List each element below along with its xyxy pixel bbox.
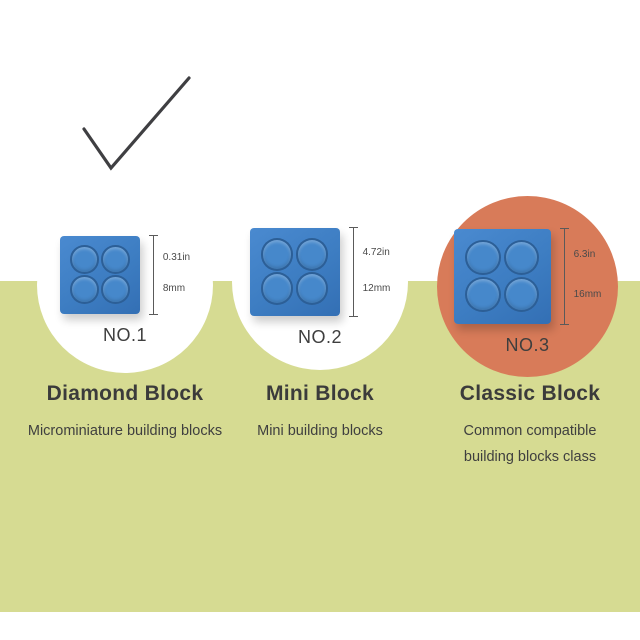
blue-brick-2x2 (59, 235, 140, 314)
dimension-mm: 8mm (162, 283, 186, 294)
dimension-indicator: 4.72in 12mm (348, 226, 391, 317)
dimension-inches: 6.3in (573, 249, 596, 261)
dimension-labels: 4.72in 12mm (363, 227, 391, 315)
dimension-mm: 16mm (573, 288, 602, 300)
dimension-line (148, 234, 158, 315)
block-number: NO.1 (102, 324, 147, 345)
dimension-line (559, 227, 569, 325)
brick-stud (465, 239, 501, 275)
blue-brick-2x2 (453, 228, 551, 324)
block-title: Classic Block (459, 382, 601, 405)
brick-stud (296, 272, 329, 305)
dimension-inches: 0.31in (162, 252, 191, 263)
brick-stud (101, 275, 130, 304)
brick-row: 4.72in 12mm (249, 226, 391, 317)
dimension-indicator: 6.3in 16mm (559, 227, 602, 325)
brick-stud (465, 277, 501, 313)
blue-brick-2x2 (249, 227, 340, 316)
block-circle-2: 4.72in 12mm NO.2 (232, 194, 408, 370)
block-number: NO.3 (505, 334, 550, 355)
block-title: Diamond Block (46, 382, 204, 405)
brick-stud (260, 272, 294, 305)
block-info-3: Classic Block Common compatible building… (405, 382, 640, 470)
brick-stud (101, 245, 130, 274)
block-description: building blocks class (463, 449, 597, 466)
block-description: Microminiature building blocks (27, 423, 223, 439)
brick-stud (296, 238, 329, 271)
brick-stud (260, 238, 294, 271)
brick-stud (503, 239, 539, 275)
block-info-1: Diamond Block Microminiature building bl… (0, 382, 250, 444)
brick-stud (70, 245, 99, 274)
brick-row: 6.3in 16mm (453, 227, 602, 325)
dimension-inches: 4.72in (362, 246, 390, 258)
block-number: NO.2 (297, 326, 342, 347)
dimension-labels: 0.31in 8mm (163, 235, 190, 313)
block-info-2: Mini Block Mini building blocks (195, 382, 445, 444)
brick-stud (70, 275, 99, 304)
block-description: Common compatible (463, 423, 597, 439)
block-description: Mini building blocks (257, 423, 383, 439)
block-title: Mini Block (265, 382, 374, 405)
brick-row: 0.31in 8mm (59, 234, 190, 315)
block-circle-1: 0.31in 8mm NO.1 (37, 197, 213, 373)
brick-stud (503, 277, 539, 313)
dimension-line (348, 226, 358, 317)
dimension-labels: 6.3in 16mm (574, 228, 602, 323)
block-circle-3-highlighted: 6.3in 16mm NO.3 (437, 196, 618, 377)
dimension-mm: 12mm (362, 282, 391, 294)
dimension-indicator: 0.31in 8mm (148, 234, 190, 315)
